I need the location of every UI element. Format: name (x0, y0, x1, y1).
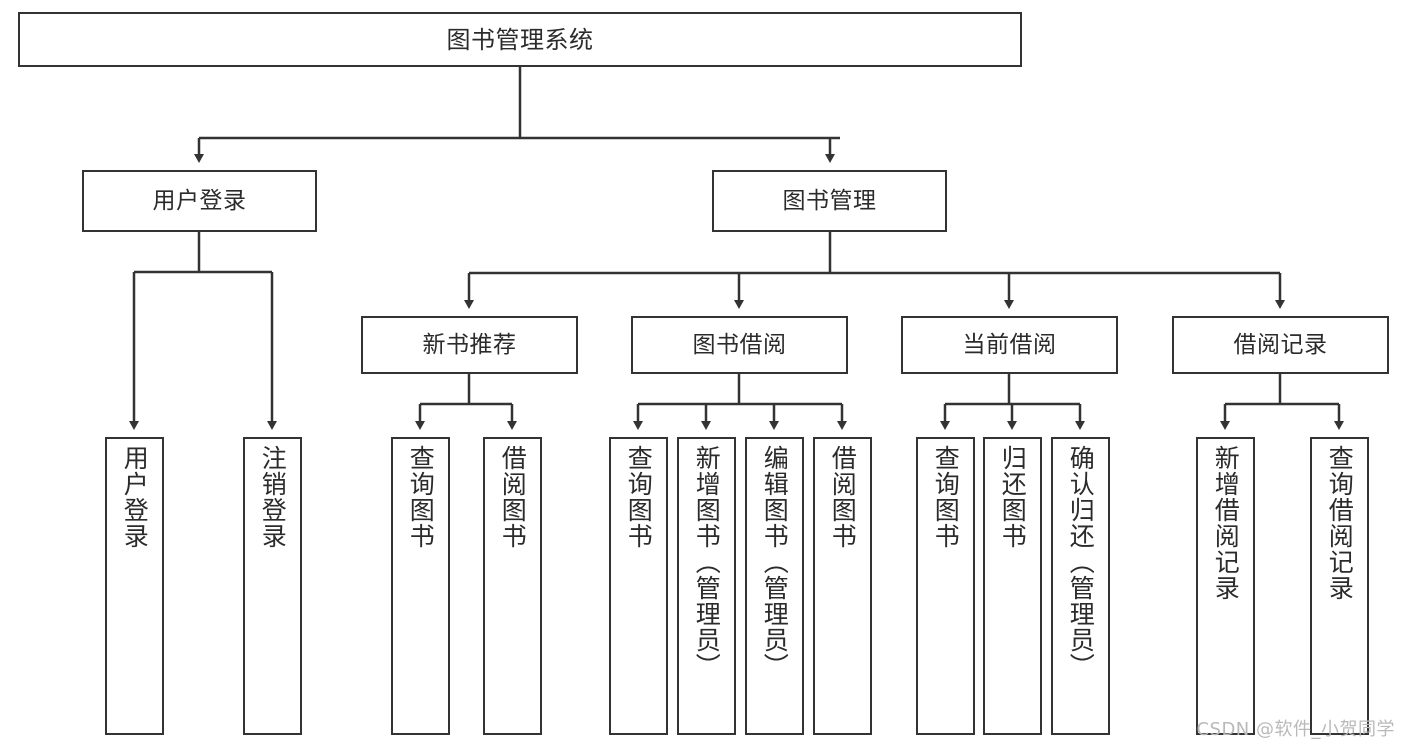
node-label: 借阅记录 (1233, 331, 1328, 358)
node-leaf-query-book-borrow[interactable]: 查询图书 (609, 437, 668, 735)
node-label: 图书管理系统 (446, 25, 594, 54)
node-root-book-management-system[interactable]: 图书管理系统 (18, 12, 1022, 67)
node-current-borrow[interactable]: 当前借阅 (901, 316, 1118, 374)
node-leaf-add-borrow-record[interactable]: 新增借阅记录 (1196, 437, 1255, 735)
node-leaf-borrow-book[interactable]: 借阅图书 (813, 437, 872, 735)
node-label: 新增借阅记录 (1211, 445, 1241, 601)
node-label: 查询图书 (931, 445, 961, 549)
node-leaf-query-borrow-record[interactable]: 查询借阅记录 (1310, 437, 1369, 735)
node-label: 用户登录 (152, 187, 247, 214)
node-book-management[interactable]: 图书管理 (712, 170, 947, 232)
node-label: 图书管理 (782, 187, 877, 214)
node-new-book-recommend[interactable]: 新书推荐 (361, 316, 578, 374)
node-label: 归还图书 (998, 445, 1028, 549)
node-borrow-record[interactable]: 借阅记录 (1172, 316, 1389, 374)
node-book-borrow[interactable]: 图书借阅 (631, 316, 848, 374)
node-leaf-edit-book[interactable]: 编辑图书（管理员） (745, 437, 804, 735)
node-label: 注销登录 (258, 445, 288, 549)
node-label: 借阅图书 (828, 445, 858, 549)
node-label: 查询图书 (624, 445, 654, 549)
node-leaf-return-book[interactable]: 归还图书 (983, 437, 1042, 735)
node-leaf-user-login[interactable]: 用户登录 (105, 437, 164, 735)
node-label: 借阅图书 (498, 445, 528, 549)
node-leaf-query-book-recommend[interactable]: 查询图书 (391, 437, 450, 735)
node-label: 当前借阅 (962, 331, 1057, 358)
node-leaf-borrow-book-recommend[interactable]: 借阅图书 (483, 437, 542, 735)
node-leaf-confirm-return[interactable]: 确认归还（管理员） (1051, 437, 1110, 735)
node-user-login[interactable]: 用户登录 (82, 170, 317, 232)
node-label: 查询借阅记录 (1325, 445, 1355, 601)
node-label: 查询图书 (406, 445, 436, 549)
node-leaf-add-book[interactable]: 新增图书（管理员） (677, 437, 736, 735)
node-label: 新书推荐 (422, 331, 517, 358)
node-leaf-user-logout[interactable]: 注销登录 (243, 437, 302, 735)
node-label: 确认归还（管理员） (1066, 445, 1096, 679)
node-label: 编辑图书（管理员） (760, 445, 790, 679)
node-leaf-query-book-current[interactable]: 查询图书 (916, 437, 975, 735)
node-label: 用户登录 (120, 445, 150, 549)
watermark-text: CSDN @软件_小贺同学 (1196, 719, 1395, 740)
node-label: 图书借阅 (692, 331, 787, 358)
node-label: 新增图书（管理员） (692, 445, 722, 679)
